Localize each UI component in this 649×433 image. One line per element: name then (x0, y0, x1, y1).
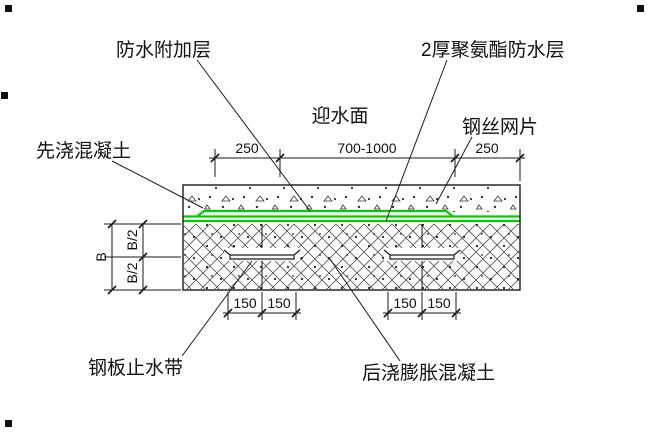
dim-bottom-left-2: 150 (267, 295, 291, 311)
label-first-pour-concrete: 先浇混凝土 (36, 140, 131, 162)
dim-left-b2-upper: B/2 (124, 229, 140, 250)
bottom-right-dimension-chain: 150 150 (383, 292, 461, 320)
dim-top-right: 250 (475, 140, 499, 156)
leader-first-pour-concrete (111, 160, 204, 209)
leader-wire-mesh (435, 136, 473, 205)
waterproof-membrane (183, 209, 520, 223)
frame-mark-left (1, 92, 8, 99)
slab-section (182, 184, 521, 291)
text-labels: 防水附加层 2厚聚氨酯防水层 迎水面 钢丝网片 先浇混凝土 钢板止水带 后浇膨胀… (36, 39, 565, 384)
frame-mark-bottom-left (5, 420, 12, 427)
dim-top-left: 250 (235, 140, 259, 156)
screed-layer-hatch (184, 186, 519, 212)
frame-marks (1, 5, 644, 427)
leader-waterproof-additional-layer (196, 59, 311, 212)
dim-left-b2-lower: B/2 (124, 262, 140, 283)
leader-lines (111, 59, 473, 362)
dim-top-middle: 700-1000 (337, 140, 396, 156)
label-waterproof-additional-layer: 防水附加层 (116, 39, 211, 61)
label-steel-plate-waterstop: 钢板止水带 (88, 357, 183, 379)
additional-membrane-strip (196, 209, 454, 218)
left-dimension-chain: B/2 B/2 B (93, 219, 181, 295)
label-wire-mesh: 钢丝网片 (462, 116, 538, 138)
label-water-facing-side: 迎水面 (311, 105, 368, 127)
leader-steel-plate-waterstop (181, 260, 253, 357)
bottom-left-dimension-chain: 150 150 (223, 292, 301, 320)
dim-bottom-right-1: 150 (393, 295, 417, 311)
construction-joints (261, 224, 423, 290)
label-post-pour-concrete: 后浇膨胀混凝土 (362, 362, 495, 384)
dim-bottom-left-1: 150 (233, 295, 257, 311)
dim-left-b: B (93, 252, 109, 261)
dim-bottom-right-2: 150 (427, 295, 451, 311)
label-polyurethane-layer: 2厚聚氨酯防水层 (421, 39, 565, 61)
leader-polyurethane-layer (385, 59, 448, 222)
steel-waterstops (223, 248, 461, 261)
waterstop-right (383, 249, 461, 260)
top-dimension-chain: 250 700-1000 250 (209, 140, 525, 181)
waterstop-left (223, 249, 301, 260)
frame-mark-top-left (5, 5, 12, 12)
leader-post-pour-concrete (329, 258, 401, 362)
frame-mark-top-right (637, 5, 644, 12)
